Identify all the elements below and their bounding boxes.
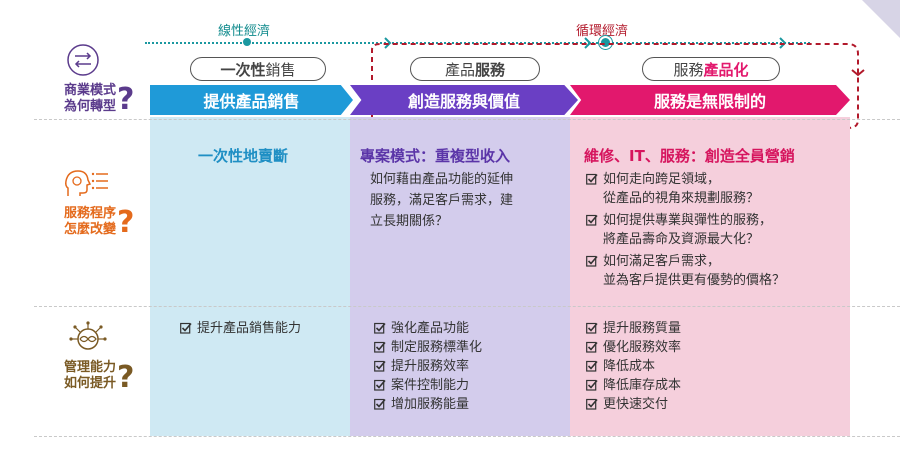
pill-bold-text: 服務 <box>475 60 506 79</box>
row-label-line: 怎麼改變 <box>63 222 116 237</box>
cycle-arrows-icon <box>67 44 99 76</box>
list-item-text: 增加服務能量 <box>391 397 470 412</box>
text-line: 將產品壽命及資源最大化？ <box>603 232 760 247</box>
text-line: 立長期關係？ <box>370 214 449 229</box>
text-line: 如何藉由產品功能的延伸 <box>370 172 514 187</box>
list-item: 降低庫存成本 <box>586 376 681 395</box>
circular-marker <box>601 38 610 47</box>
col2-service-heading: 專案模式：重複型收入 <box>360 147 511 165</box>
pill-plain-text: 銷售 <box>265 60 296 79</box>
pill-plain-text: 服務 <box>673 60 704 79</box>
list-item-text: 優化服務效率 <box>603 340 682 355</box>
check-icon <box>586 360 598 372</box>
text-line: 從產品的視角來規劃服務？ <box>603 191 760 206</box>
text-line: 如何走向跨足領域， <box>603 172 721 187</box>
row-label-service-process: 服務程序 怎麼改變 <box>36 206 116 238</box>
pill-bold-text: 一次性 <box>220 60 266 79</box>
column-1-background <box>150 117 350 436</box>
list-item: 如何走向跨足領域， 從產品的視角來規劃服務？ <box>586 170 785 208</box>
check-icon <box>586 322 598 334</box>
row-label-business-model: 商業模式 為何轉型 <box>36 83 116 115</box>
list-item-text: 案件控制能力 <box>391 378 470 393</box>
text-line: 並為客戶提供更有優勢的價格？ <box>603 273 786 288</box>
row-label-line: 商業模式 <box>63 83 116 98</box>
question-mark: ? <box>117 360 135 395</box>
list-item: 降低成本 <box>586 357 681 376</box>
list-item: 如何滿足客戶需求， 並為客戶提供更有優勢的價格？ <box>586 252 785 290</box>
list-item: 提升服務質量 <box>586 319 681 338</box>
check-icon <box>180 322 192 334</box>
pill-product-service: 產品服務 <box>410 57 540 81</box>
row-divider <box>34 306 900 307</box>
col3-service-list: 如何走向跨足領域， 從產品的視角來規劃服務？ 如何提供專業與彈性的服務， 將產品壽命… <box>586 170 785 290</box>
linear-marker <box>243 38 251 46</box>
list-item: 更快速交付 <box>586 395 681 414</box>
check-icon <box>374 360 386 372</box>
pill-one-time-sales: 一次性銷售 <box>190 57 326 81</box>
check-icon <box>586 173 598 185</box>
list-item-text: 制定服務標準化 <box>391 340 483 355</box>
head-process-icon <box>65 170 108 196</box>
pill-bold-text: 產品化 <box>703 60 749 79</box>
row-divider <box>34 119 900 120</box>
text-line: 如何提供專業與彈性的服務， <box>603 213 773 228</box>
check-icon <box>586 255 598 267</box>
row-label-line: 服務程序 <box>63 206 116 221</box>
band-service-unlimited: 服務是無限制的 <box>570 85 850 115</box>
check-icon <box>374 322 386 334</box>
list-item-text: 更快速交付 <box>603 397 669 412</box>
corner-decoration <box>862 0 900 38</box>
row-label-line: 管理能力 <box>63 360 116 375</box>
question-mark: ? <box>117 205 135 240</box>
list-item: 制定服務標準化 <box>374 338 482 357</box>
col2-service-text: 如何藉由產品功能的延伸 服務，滿足客戶需求，建 立長期關係？ <box>370 169 513 232</box>
check-icon <box>586 214 598 226</box>
list-item-text: 強化產品功能 <box>391 321 470 336</box>
check-icon <box>374 398 386 410</box>
question-mark: ? <box>117 82 135 117</box>
linear-economy-label: 線性經濟 <box>218 24 271 39</box>
list-item-text: 降低庫存成本 <box>603 378 682 393</box>
list-item-text: 提升服務質量 <box>603 321 682 336</box>
list-item: 案件控制能力 <box>374 376 482 395</box>
list-item-text: 提升產品銷售能力 <box>197 321 302 336</box>
col3-service-heading: 維修、IT、服務：創造全員營銷 <box>584 147 795 165</box>
list-item: 提升產品銷售能力 <box>180 319 301 338</box>
col1-service-heading: 一次性地賣斷 <box>198 147 289 165</box>
check-icon <box>374 379 386 391</box>
row-label-line: 為何轉型 <box>63 99 116 114</box>
col2-management-list: 強化產品功能 制定服務標準化 提升服務效率 案件控制能力 增加服務能量 <box>374 319 482 414</box>
column-3-background <box>570 117 850 436</box>
text-line: 如何滿足客戶需求， <box>603 254 721 269</box>
pill-service-productization: 服務產品化 <box>642 57 780 81</box>
check-icon <box>586 341 598 353</box>
list-item: 增加服務能量 <box>374 395 482 414</box>
text-line: 服務，滿足客戶需求，建 <box>370 193 514 208</box>
circular-economy-label: 循環經濟 <box>576 24 629 39</box>
check-icon <box>374 341 386 353</box>
col3-management-list: 提升服務質量 優化服務效率 降低成本 降低庫存成本 更快速交付 <box>586 319 681 414</box>
row-label-line: 如何提升 <box>63 376 116 391</box>
row-divider <box>34 436 900 437</box>
list-item-text: 提升服務效率 <box>391 359 470 374</box>
row-label-management: 管理能力 如何提升 <box>36 360 116 392</box>
column-2-background <box>350 117 570 436</box>
list-item-text: 降低成本 <box>603 359 656 374</box>
check-icon <box>586 398 598 410</box>
list-item: 如何提供專業與彈性的服務， 將產品壽命及資源最大化？ <box>586 211 785 249</box>
list-item: 優化服務效率 <box>586 338 681 357</box>
list-item: 提升服務效率 <box>374 357 482 376</box>
band-create-service: 創造服務與價值 <box>350 85 578 115</box>
check-icon <box>586 379 598 391</box>
list-item: 強化產品功能 <box>374 319 482 338</box>
pill-plain-text: 產品 <box>444 60 475 79</box>
col1-management-list: 提升產品銷售能力 <box>180 319 301 338</box>
band-product-sales: 提供產品銷售 <box>150 85 353 115</box>
infinity-network-icon <box>69 321 107 350</box>
